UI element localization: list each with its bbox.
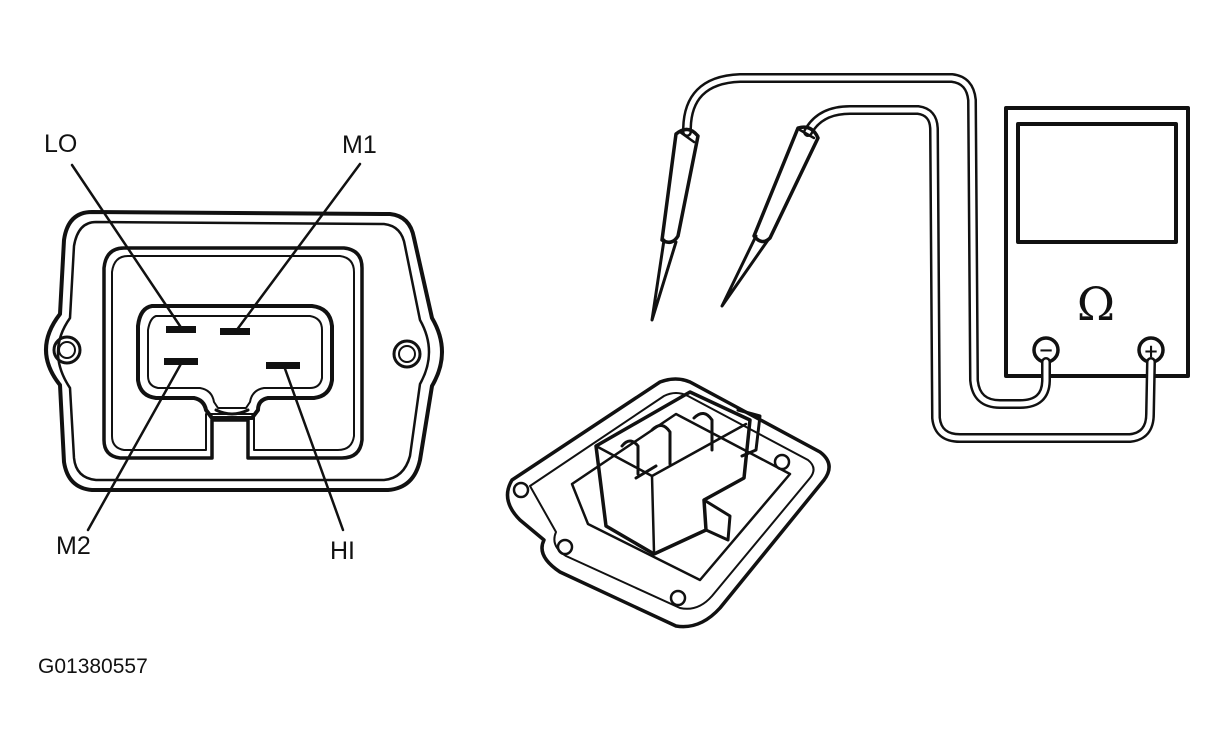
iso-cable-stub [702,498,732,542]
leader-line-lo [70,163,184,331]
iso-latch [736,408,762,458]
terminal-label-lo: LO [44,130,77,158]
iso-flange-outer [505,377,831,629]
terminal-label-hi: HI [330,537,355,565]
iso-terminal-2 [650,424,672,466]
leader-line-hi [282,364,345,532]
leader-line-m1 [234,162,362,333]
mounting-hole-right [392,339,422,369]
connector-housing [136,304,334,420]
terminal-label-m1: M1 [342,131,377,159]
resistor-flange-inner [56,220,431,482]
positive-sign: + [1143,341,1158,362]
iso-mount-hole-3 [669,589,687,607]
connector-housing-inner [147,315,323,409]
ohmmeter-display [1016,122,1178,244]
figure-id: G01380557 [38,655,148,678]
iso-terminal-3 [692,412,714,452]
connector-latch [214,408,250,416]
resistor-flange-outline [44,210,444,492]
probe-right [720,125,820,308]
mounting-hole-left [52,335,82,365]
test-lead-negative [681,73,1051,409]
resistor-inner-frame [102,246,364,460]
probe-left [650,127,700,322]
iso-terminal-4 [634,464,658,480]
test-lead-positive [803,105,1156,443]
blower-resistor-isometric-view [505,377,831,629]
negative-sign: − [1038,340,1053,361]
ohmmeter: Ω − + [1004,106,1190,378]
iso-mount-hole-1 [512,481,530,499]
ohmmeter-body [1004,106,1190,378]
iso-mount-hole-4 [773,453,791,471]
iso-terminal-1 [620,439,640,476]
iso-mount-hole-2 [556,538,574,556]
terminal-label-m2: M2 [56,532,91,560]
ohm-symbol: Ω [1077,277,1115,331]
blower-resistor-front-view: LO M1 M2 HI [44,130,444,565]
iso-connector-edge [650,474,656,554]
leader-line-m2 [86,360,184,532]
